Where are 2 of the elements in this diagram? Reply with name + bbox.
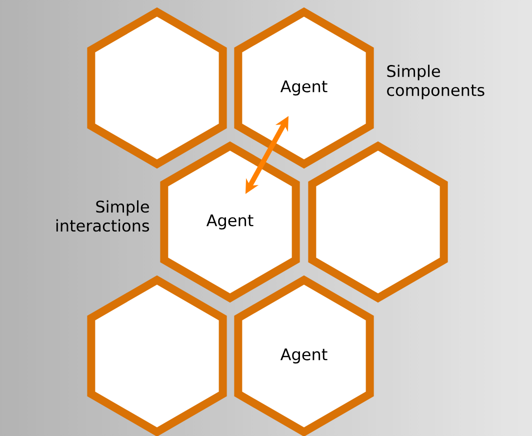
side-label: Simple interactions (56, 200, 150, 232)
side-label: Simple components (387, 64, 484, 100)
